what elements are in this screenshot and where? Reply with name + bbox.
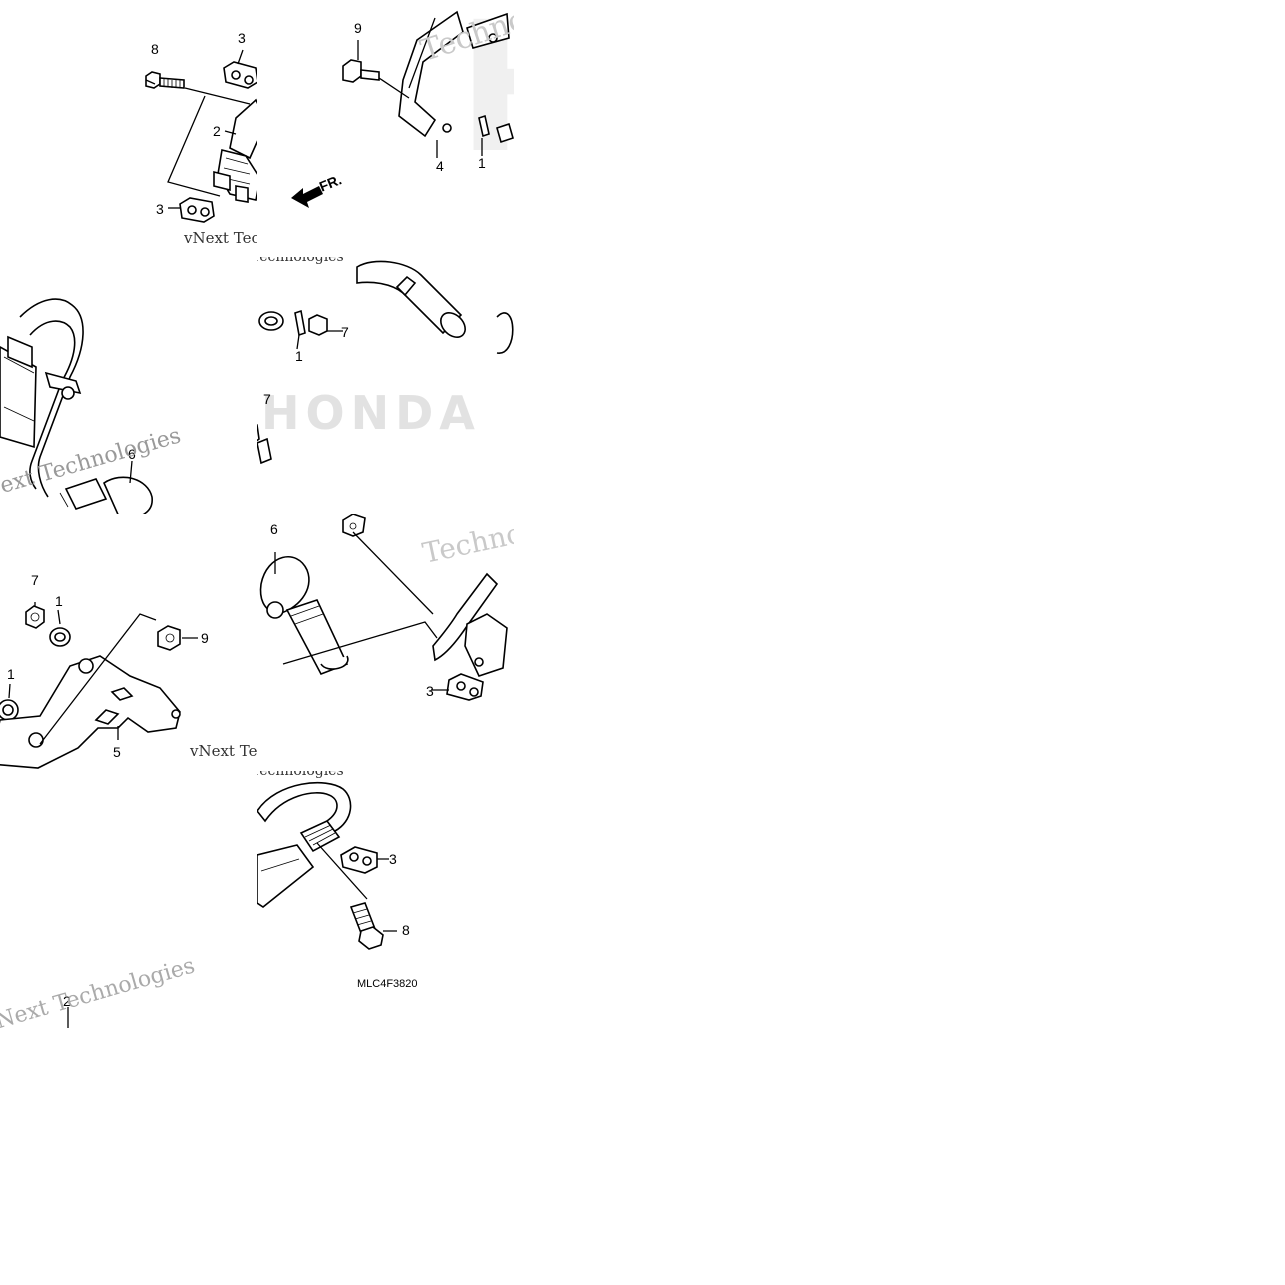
hose-6 — [259, 555, 349, 676]
clamp-3 — [446, 673, 484, 701]
callout-1: 1 — [478, 155, 486, 171]
callout-8: 8 — [402, 922, 410, 938]
diagram-tile-3: 6 vNext Technologies — [0, 257, 257, 514]
diagram-tile-5: 7 1 9 1 5 vNext Technologies — [0, 514, 257, 771]
bolt-9 — [157, 625, 181, 651]
grommet-1 — [49, 627, 71, 647]
nut-7 — [25, 605, 45, 629]
hose-6 — [59, 476, 153, 514]
tile-1-drawing — [145, 49, 257, 223]
callout-2: 2 — [213, 123, 221, 139]
callout-1: 1 — [7, 666, 15, 682]
callout-1: 1 — [55, 593, 63, 609]
callout-3: 3 — [238, 30, 246, 46]
fuel-part-2 — [213, 98, 257, 203]
tile-2-drawing: H — [291, 0, 514, 208]
diagram-code: MLC4F3820 — [357, 978, 418, 990]
diagram-tile-7: 3 8 MLC4F3820 Technologies — [257, 771, 514, 1028]
front-direction-arrow-icon — [291, 186, 323, 208]
callout-5: 5 — [113, 744, 121, 760]
tile-4-drawing: HONDA — [257, 260, 514, 465]
callout-9: 9 — [201, 630, 209, 646]
callout-4: 4 — [436, 158, 444, 174]
tile-7-drawing — [257, 781, 397, 950]
callout-7: 7 — [341, 324, 349, 340]
callout-7: 7 — [263, 391, 271, 407]
diagram-tile-6: 6 3 Technologies — [257, 514, 514, 771]
watermark-vnext: vNext Technologies — [190, 742, 257, 760]
bolt-9 — [342, 59, 380, 83]
clamp-3 — [340, 846, 378, 874]
watermark-technologies: Technologies — [257, 771, 344, 779]
callout-8: 8 — [151, 41, 159, 57]
callout-7: 7 — [31, 572, 39, 588]
diagram-tile-8: 2 vNext Technologies — [0, 771, 257, 1028]
callout-3: 3 — [426, 683, 434, 699]
callout-6: 6 — [128, 446, 136, 462]
watermark-vnext: vNext Technologies — [184, 229, 257, 247]
bracket-4 — [398, 10, 510, 138]
honda-logo-watermark: HONDA — [261, 386, 481, 440]
watermark-technologies: Technologies — [257, 257, 344, 265]
diagram-tile-1: 8 3 2 3 vNext Technologies — [0, 0, 257, 257]
clamp-3-top — [223, 61, 257, 89]
tile-6-drawing — [259, 514, 508, 701]
callout-3: 3 — [389, 851, 397, 867]
diagram-tile-2: H 9 4 1 FR. Technologies — [257, 0, 514, 257]
bolt-8 — [349, 902, 384, 950]
grommet-1-left — [0, 699, 19, 721]
bracket-5 — [0, 655, 181, 769]
callout-6: 6 — [270, 521, 278, 537]
clamp-3-bottom — [179, 197, 215, 223]
bolt-8 — [145, 71, 185, 89]
callout-2: 2 — [63, 993, 71, 1009]
tile-5-drawing — [0, 602, 198, 769]
tile-3-drawing — [0, 298, 153, 514]
callout-1: 1 — [295, 348, 303, 364]
fuel-pump — [0, 335, 37, 449]
callout-9: 9 — [354, 20, 362, 36]
diagram-tile-4: HONDA 1 7 7 7 Technologies — [257, 257, 514, 514]
tile-8-drawing — [67, 1007, 69, 1028]
callout-3: 3 — [156, 201, 164, 217]
